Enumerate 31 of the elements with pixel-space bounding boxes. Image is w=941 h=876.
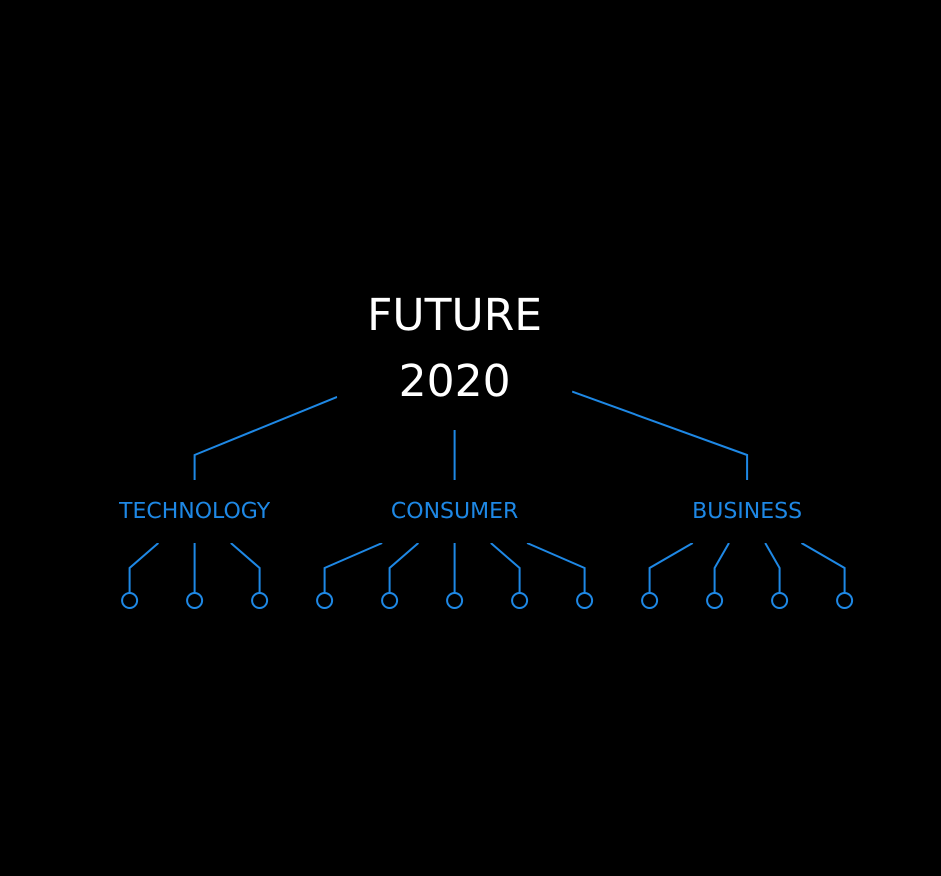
connector bbox=[572, 390, 748, 480]
node-circle bbox=[251, 592, 268, 609]
connector bbox=[128, 542, 159, 593]
node-text: CONSUMER bbox=[390, 499, 518, 524]
node-text: TECHNOLOGY bbox=[118, 499, 270, 524]
node-circle bbox=[121, 592, 138, 609]
connector bbox=[194, 543, 196, 593]
node-circle bbox=[771, 592, 788, 609]
connector bbox=[454, 543, 456, 593]
connector bbox=[764, 542, 781, 593]
node-circle bbox=[381, 592, 398, 609]
node-circle bbox=[511, 592, 528, 609]
connector bbox=[194, 396, 338, 480]
connector bbox=[490, 542, 521, 593]
connector bbox=[230, 542, 261, 593]
node-text: FUTURE 2020 bbox=[367, 290, 542, 407]
connector bbox=[454, 430, 456, 480]
connector bbox=[526, 542, 586, 593]
node-circle bbox=[446, 592, 464, 609]
connector bbox=[388, 542, 419, 593]
node-circle bbox=[316, 592, 334, 609]
node-circle bbox=[641, 592, 658, 609]
connector bbox=[648, 542, 694, 593]
node-circle bbox=[576, 592, 594, 609]
node-circle bbox=[836, 592, 854, 609]
node-circle bbox=[706, 592, 724, 609]
connector bbox=[714, 542, 730, 593]
node-circle bbox=[186, 592, 204, 609]
node-text: BUSINESS bbox=[692, 499, 802, 524]
connector bbox=[800, 542, 846, 593]
connector bbox=[324, 542, 382, 593]
